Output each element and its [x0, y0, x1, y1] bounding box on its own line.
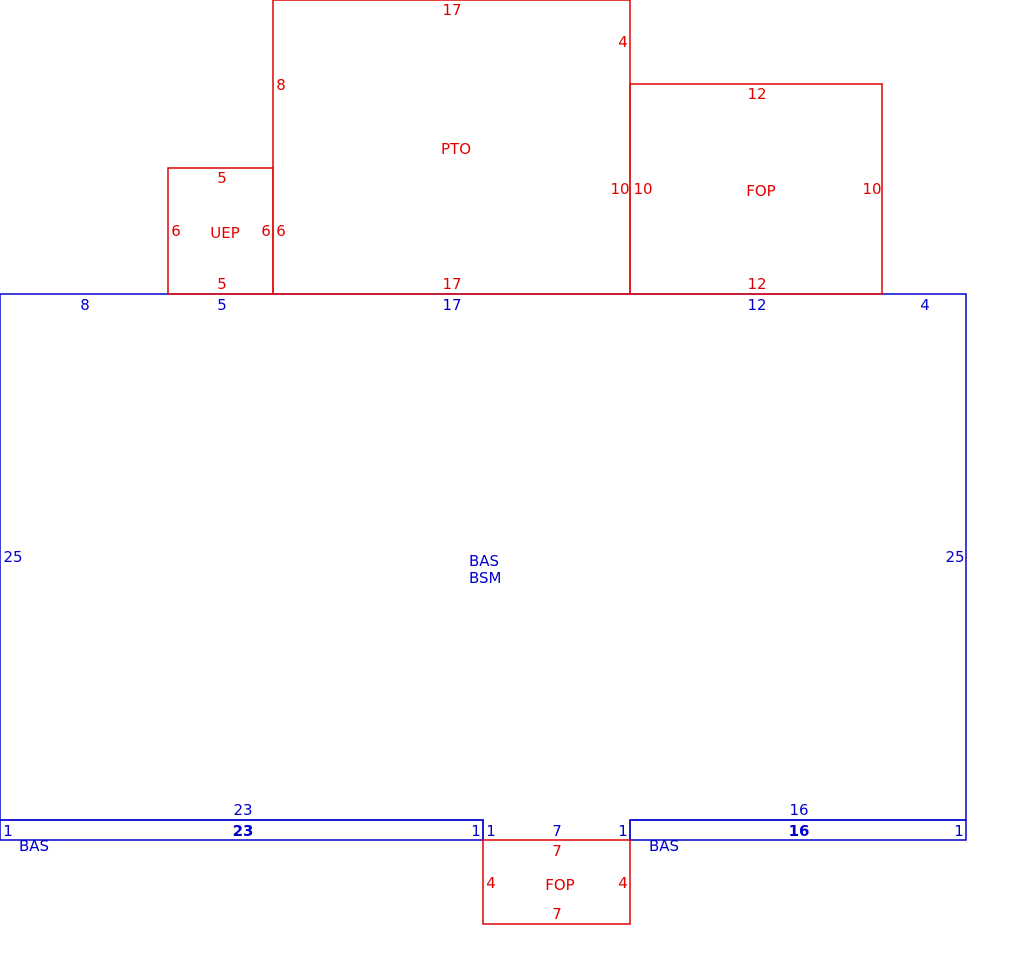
- pto-area-code: PTO: [441, 140, 471, 158]
- bas-right-area-code: BAS: [649, 837, 679, 855]
- uep-left-dimension: 6: [171, 222, 181, 240]
- main-bottom-right-dimension: 16: [789, 801, 808, 819]
- fop-front-top-inner-dimension: 7: [552, 842, 562, 860]
- main-right-dimension: 25: [945, 548, 964, 566]
- fop-front-left-outer-dimension: 1: [486, 822, 496, 840]
- fop-front-bottom-dimension: 7: [552, 905, 562, 923]
- fop-front-area-code: FOP: [545, 876, 574, 894]
- uep-top-dimension: 5: [217, 169, 227, 187]
- pto-top-right-dimension: 4: [618, 33, 628, 51]
- main-area-code: BAS: [469, 552, 499, 570]
- bas-left-left-dimension: 1: [3, 822, 13, 840]
- fop-front-top-dimension: 7: [552, 822, 562, 840]
- uep-area: [167, 167, 274, 295]
- main-top-uep-dimension: 5: [217, 296, 227, 314]
- pto-top-dimension: 17: [442, 1, 461, 19]
- uep-bottom-dimension: 5: [217, 275, 227, 293]
- main-top-right-dimension: 4: [920, 296, 930, 314]
- uep-area-code: UEP: [210, 224, 240, 242]
- fop-rear-left-dimension: 10: [633, 180, 652, 198]
- fop-rear-area-code: FOP: [746, 182, 775, 200]
- bas-right-strip: [629, 819, 967, 841]
- fop-rear-right-dimension: 10: [862, 180, 881, 198]
- bas-left-area-code: BAS: [19, 837, 49, 855]
- pto-left-dimension: 8: [276, 76, 286, 94]
- bas-left-right-dimension: 1: [471, 822, 481, 840]
- fop-front-right-dimension: 4: [618, 874, 628, 892]
- bas-right-left-dimension: 1: [618, 822, 628, 840]
- uep-right-outer-dimension: 6: [276, 222, 286, 240]
- bas-left-strip: [0, 819, 484, 841]
- pto-right-dimension: 10: [610, 180, 629, 198]
- pto-bottom-dimension: 17: [442, 275, 461, 293]
- main-left-dimension: 25: [3, 548, 22, 566]
- bas-right-top-dimension: 16: [789, 822, 810, 840]
- main-top-left-dimension: 8: [80, 296, 90, 314]
- fop-rear-area: [629, 83, 883, 295]
- fop-rear-bottom-dimension: 12: [747, 275, 766, 293]
- fop-front-left-dimension: 4: [486, 874, 496, 892]
- fop-rear-top-dimension: 12: [747, 85, 766, 103]
- uep-right-dimension: 6: [261, 222, 271, 240]
- main-top-fop-dimension: 12: [747, 296, 766, 314]
- main-bottom-left-dimension: 23: [233, 801, 252, 819]
- main-top-pto-dimension: 17: [442, 296, 461, 314]
- basement-area-code: BSM: [469, 569, 502, 587]
- bas-right-right-dimension: 1: [954, 822, 964, 840]
- bas-left-top-dimension: 23: [233, 822, 254, 840]
- fop-front-area: [482, 839, 631, 925]
